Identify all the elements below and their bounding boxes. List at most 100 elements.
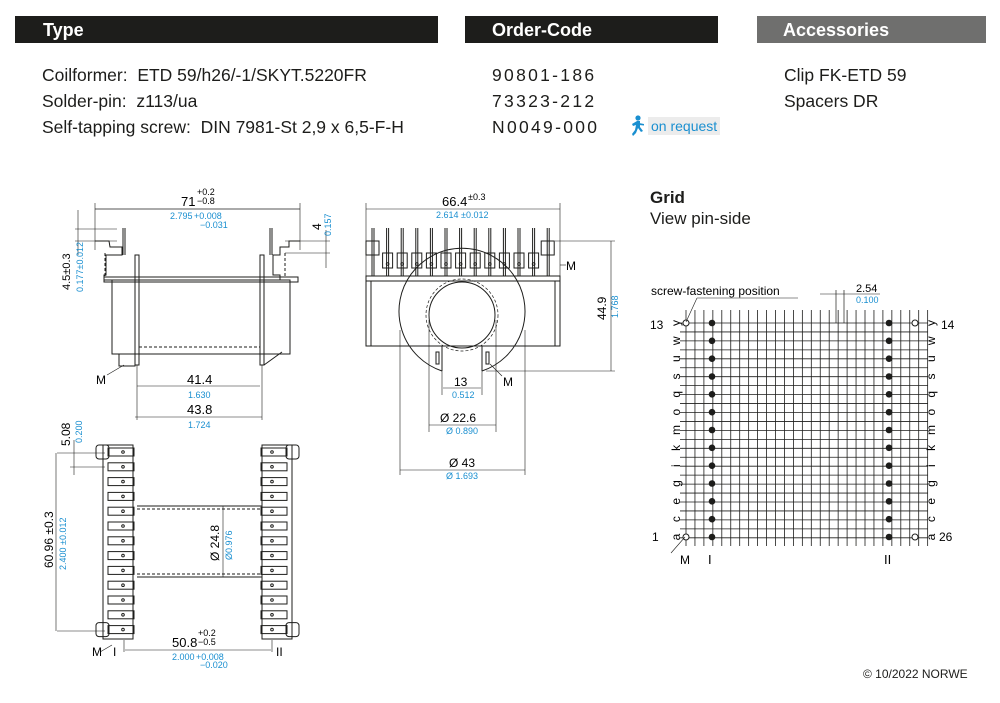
grid-row-letter: u [924,355,938,362]
grid-pin-row-2 [885,480,893,487]
accessories-header-label: Accessories [783,20,890,40]
bottom-rowdist-mm: 50.8 [172,635,197,650]
bottom-pin-tab [260,521,288,531]
dim-width-inch: 2.795 [170,211,193,221]
bottom-pin-tab [260,610,288,620]
bottom-length-inch: 2.400 ±0.012 [58,518,68,570]
grid-pin-row-1 [708,444,716,452]
bottom-marker: M [92,645,102,659]
grid-row-letter: c [669,516,683,522]
grid-pin-row-2 [885,515,893,523]
bottom-pin-tab [107,447,135,457]
grid-marker: M [680,553,690,567]
accessory-item: Spacers DR [784,91,879,111]
grid-left-top: 13 [650,318,664,332]
dim-inner-mm: 41.4 [187,372,212,387]
grid-pin-row-1 [708,408,716,416]
grid-row-letter: k [669,444,683,451]
type-value: z113/ua [136,91,198,111]
grid-pin-row-1 [708,373,716,380]
grid-pin-row-1 [708,355,716,362]
grid-pin-row-1 [708,426,716,434]
grid-row-letter: q [669,391,683,398]
bottom-pin-tab [260,491,288,501]
front-pin-socket [382,252,394,269]
dim-inner-inch: 1.630 [188,390,211,400]
bottom-pin-tab [107,477,135,487]
bottom-pin-tab [107,536,135,546]
type-header-label: Type [43,20,84,40]
bottom-screw-post [95,622,110,638]
screw-hole [911,533,919,541]
type-row-coilformer: Coilformer: ETD 59/h26/-1/SKYT.5220FR [42,62,367,88]
bottom-pin-tab [260,477,288,487]
copyright: © 10/2022 NORWE [863,667,968,681]
grid-pin-row-2 [885,355,893,362]
grid-pitch-mm: 2.54 [856,283,877,295]
grid-row-letter: k [924,444,938,451]
dim-width-inch-minus: −0.031 [200,220,228,230]
front-bore-inch: Ø 0.890 [446,426,478,436]
bottom-rowdist-tol-plus: +0.2 [198,628,216,638]
grid-row-letter: m [669,425,683,435]
type-value: ETD 59/h26/-1/SKYT.5220FR [137,65,367,85]
grid-pin-row-2 [885,498,893,505]
bottom-pitch-inch: 0.200 [74,420,84,443]
grid-pin-row-2 [885,408,893,416]
order-code-solder-pin: 73323-212 [492,91,597,111]
grid-row-letter: g [924,480,938,487]
grid-pin-row-2 [885,337,893,345]
bottom-pin-tab [107,462,135,472]
type-header: Type [15,16,438,43]
grid-pin-row-2 [885,444,893,452]
type-row-screw: Self-tapping screw: DIN 7981-St 2,9 x 6,… [42,114,404,140]
grid-pin-row-1 [708,337,716,345]
dim-height-inch: 0.177±0.012 [75,242,85,292]
bottom-core-inch: Ø0.976 [224,530,234,560]
front-width-mm: 66.4 [442,194,467,209]
screw-position-label: screw-fastening position [651,284,780,298]
grid-pin-row-1 [708,480,716,487]
order-code-header: Order-Code [465,16,718,43]
grid-row-letter: g [669,480,683,487]
grid-pitch-inch: 0.100 [856,295,879,305]
bottom-rowdist-inch-plus: +0.008 [196,652,224,662]
dim-width-mm: 71 [181,194,195,209]
front-flange-mm: Ø 43 [449,456,475,470]
bottom-pin-tab [260,551,288,561]
grid-row-letter: i [669,464,683,467]
grid-right-bottom: 26 [939,530,953,544]
bottom-pin-tab [107,595,135,605]
grid-title: Grid [650,188,685,207]
front-pin-socket [455,252,467,269]
on-request-label: on request [648,117,721,135]
grid-pin-row-2 [885,462,893,469]
grid-pin-row-1 [708,319,716,327]
bottom-rowdist-tol-minus: −0.5 [198,637,216,647]
grid-row-letter: w [669,336,683,346]
accessory-item: Clip FK-ETD 59 [784,65,907,85]
bottom-pin-tab [107,491,135,501]
grid-row-letter: s [924,374,938,380]
front-width-inch: 2.614 ±0.012 [436,210,488,220]
grid-row-letter: q [924,391,938,398]
bottom-pin-tab [107,625,135,635]
dim-outer-mm: 43.8 [187,402,212,417]
grid-col-label-1: I [708,552,712,567]
bottom-length-mm: 60.96 ±0.3 [42,511,56,568]
grid-row-letter: o [924,409,938,416]
grid-title-block: Grid View pin-side [650,187,751,229]
order-code-coilformer: 90801-186 [492,65,597,85]
bottom-pin-tab [107,551,135,561]
grid-subtitle: View pin-side [650,209,751,228]
bottom-pin-tab [260,462,288,472]
front-slot-mm: 13 [454,375,468,389]
dim-height-mm: 4.5±0.3 [61,253,73,290]
grid-row-letter: o [669,409,683,416]
bottom-rowdist-inch-minus: −0.020 [200,660,228,670]
order-code-header-label: Order-Code [492,20,593,40]
type-label: Solder-pin: [42,91,127,111]
dim-width-tol-minus: −0.8 [197,196,215,206]
